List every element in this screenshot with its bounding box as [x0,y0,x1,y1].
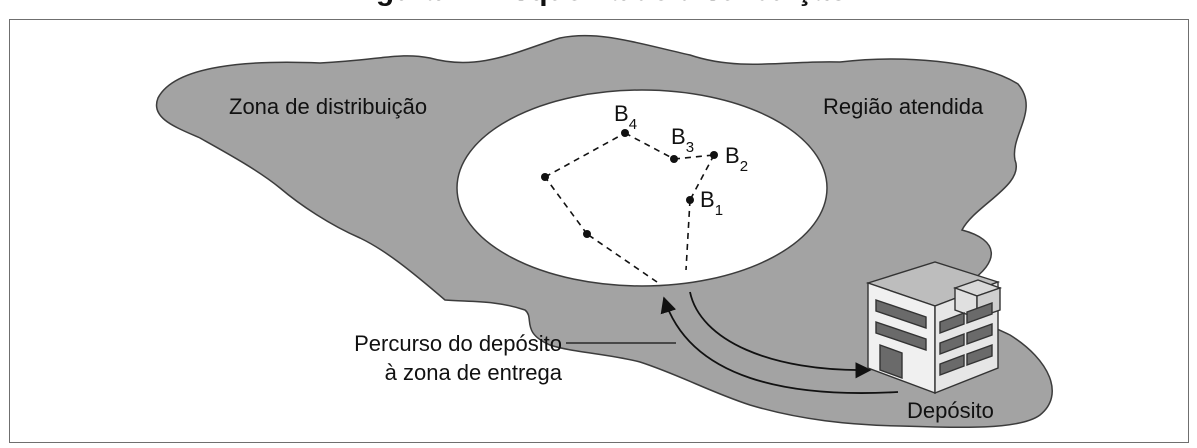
depot-label: Depósito [907,398,994,423]
stop-b4-label: B4 [614,101,637,133]
delivery-route [544,132,715,283]
stop-b3-label: B3 [671,124,694,156]
stop-b4-marker [621,129,629,137]
stop-b1-label: B1 [700,187,723,219]
figure-title: Figura 1 - Esquema de distribuição [0,0,1197,8]
stop-b1-marker [686,196,694,204]
depot-building [865,261,1003,395]
stop-b2-marker [710,151,718,159]
served-region-label: Região atendida [823,94,984,119]
distribution-zone-label: Zona de distribuição [229,94,427,119]
stops [541,129,718,238]
stop-unlabeled-marker [583,230,591,238]
outbound-route-arrow [689,291,872,379]
return-route-arrow [660,296,899,394]
stop-b2-label: B2 [725,143,748,175]
distribution-zone-ellipse [456,89,828,287]
route-label-line1: Percurso do depósito [354,331,562,356]
stop-unlabeled-marker [541,173,549,181]
route-label-line2: à zona de entrega [385,360,563,385]
stop-b3-marker [670,155,678,163]
